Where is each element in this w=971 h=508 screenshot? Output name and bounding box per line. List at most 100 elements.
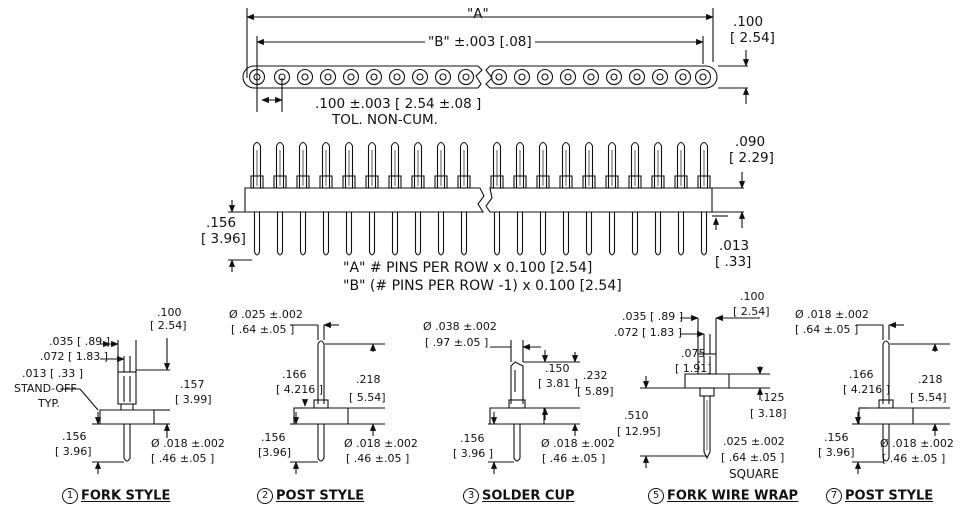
- s5-title-text: FORK WIRE WRAP: [667, 488, 799, 504]
- s5-025: .025 ±.002: [723, 435, 785, 448]
- strip-hole-inner: [393, 73, 401, 81]
- pin-upper: [699, 141, 709, 188]
- post-style-drawing: [293, 340, 349, 462]
- ww-body: [684, 373, 730, 389]
- s2-156: .156: [261, 431, 286, 444]
- pin-upper: [344, 141, 354, 188]
- s5-064: [ .64 ±.05 ]: [721, 451, 785, 464]
- style-number-2: 2: [257, 488, 273, 504]
- strip-hole: [559, 68, 577, 86]
- pin-tail: [276, 212, 284, 256]
- s7-4216: [ 4.216 ]: [843, 383, 891, 396]
- s1-013: .013 [ .33 ]: [22, 367, 84, 380]
- formula-a: "A" # PINS PER ROW x 0.100 [2.54]: [343, 260, 593, 276]
- h090-in: .090: [735, 134, 766, 150]
- s2-dia-mm: [ .46 ±.05 ]: [346, 452, 410, 465]
- strip-hole: [411, 68, 429, 86]
- strip-hole: [674, 68, 692, 86]
- strip-hole: [365, 68, 383, 86]
- s7-156: .156: [824, 431, 849, 444]
- pin-upper: [538, 141, 548, 188]
- strip-hole: [536, 68, 554, 86]
- s3-dia-top-mm: [ .97 ±.05 ]: [425, 336, 489, 349]
- s2-218: .218: [356, 373, 381, 386]
- ww-tail: [703, 396, 711, 460]
- strip-hole: [319, 68, 337, 86]
- s1-title-text: FORK STYLE: [81, 488, 171, 504]
- pin-tail: [368, 212, 376, 256]
- s3-dia: Ø .018 ±.002: [541, 437, 615, 450]
- post-collar: [313, 399, 329, 409]
- pin-upper: [459, 141, 469, 188]
- post-body: [293, 407, 349, 425]
- fork-upper: [117, 371, 137, 405]
- s7-396: [ 3.96]: [818, 446, 855, 459]
- pin-upper: [630, 141, 640, 188]
- strip-hole: [388, 68, 406, 86]
- pin-upper: [436, 141, 446, 188]
- pin-tail: [414, 212, 422, 256]
- strip-hole-inner: [541, 73, 549, 81]
- pin-upper: [515, 141, 525, 188]
- s7-dia-top-mm: [ .64 ±.05 ]: [795, 323, 859, 336]
- s7-dia: Ø .018 ±.002: [880, 437, 954, 450]
- s3-dia-mm: [ .46 ±.05 ]: [542, 452, 606, 465]
- h156-mm: [ 3.96]: [201, 231, 246, 247]
- pin-tail: [437, 212, 445, 256]
- s5-072: .072 [ 1.83 ]: [614, 326, 683, 339]
- s3-156: .156: [460, 432, 485, 445]
- tol-line2: TOL. NON-CUM.: [332, 112, 438, 128]
- s2-dia-top: Ø .025 ±.002: [229, 308, 303, 321]
- strip-hole: [490, 68, 508, 86]
- pin-tail: [345, 212, 353, 256]
- cup-top: [510, 361, 524, 404]
- s5-square: SQUARE: [729, 467, 779, 481]
- s5-1295: [ 12.95]: [617, 425, 661, 438]
- pin-tail: [493, 212, 501, 256]
- s3-396: [ 3.96 ]: [453, 447, 494, 460]
- s2-396: [3.96]: [258, 446, 292, 459]
- post7-tail: [882, 424, 890, 462]
- pin-upper: [584, 141, 594, 188]
- s2-dia-top-mm: [ .64 ±.05 ]: [231, 323, 295, 336]
- pitch-mm: [ 2.54]: [730, 30, 775, 46]
- s3-381: [ 3.81 ]: [538, 377, 579, 390]
- pin-tail: [516, 212, 524, 256]
- strip-hole: [605, 68, 623, 86]
- strip-hole-inner: [324, 73, 332, 81]
- strip-hole: [582, 68, 600, 86]
- s3-title-text: SOLDER CUP: [482, 488, 575, 504]
- s1-399: [ 3.99]: [175, 393, 212, 406]
- pin-upper: [413, 141, 423, 188]
- s7-166: .166: [849, 368, 874, 381]
- s7-dia-mm: [ .46 ±.05 ]: [882, 452, 946, 465]
- s7-title-text: POST STYLE: [845, 488, 934, 504]
- strip-hole-inner: [347, 73, 355, 81]
- s2-554: [ 5.54]: [349, 391, 386, 404]
- pin-upper: [298, 141, 308, 188]
- h013-mm: [ .33]: [715, 254, 752, 270]
- strip-hole-inner: [679, 73, 687, 81]
- strip-hole-inner: [462, 73, 470, 81]
- style-number-5: 5: [648, 488, 664, 504]
- fork-collar: [120, 403, 134, 411]
- s7-218: .218: [918, 373, 943, 386]
- tol-line1: .100 ±.003 [ 2.54 ±.08 ]: [315, 96, 482, 112]
- cup-collar: [508, 399, 526, 409]
- strip-hole-inner: [439, 73, 447, 81]
- s1-100: .100: [157, 306, 182, 319]
- pin-upper: [390, 141, 400, 188]
- leader-line: [79, 388, 99, 411]
- fork-body: [99, 409, 155, 425]
- dim-a-label: "A": [467, 6, 489, 22]
- s1-396: [ 3.96]: [55, 445, 92, 458]
- s5-075: .075: [681, 347, 706, 360]
- pin-upper: [676, 141, 686, 188]
- s2-dia: Ø .018 ±.002: [344, 437, 418, 450]
- strip-hole-inner: [518, 73, 526, 81]
- strip-hole: [296, 68, 314, 86]
- s2-166: .166: [282, 368, 307, 381]
